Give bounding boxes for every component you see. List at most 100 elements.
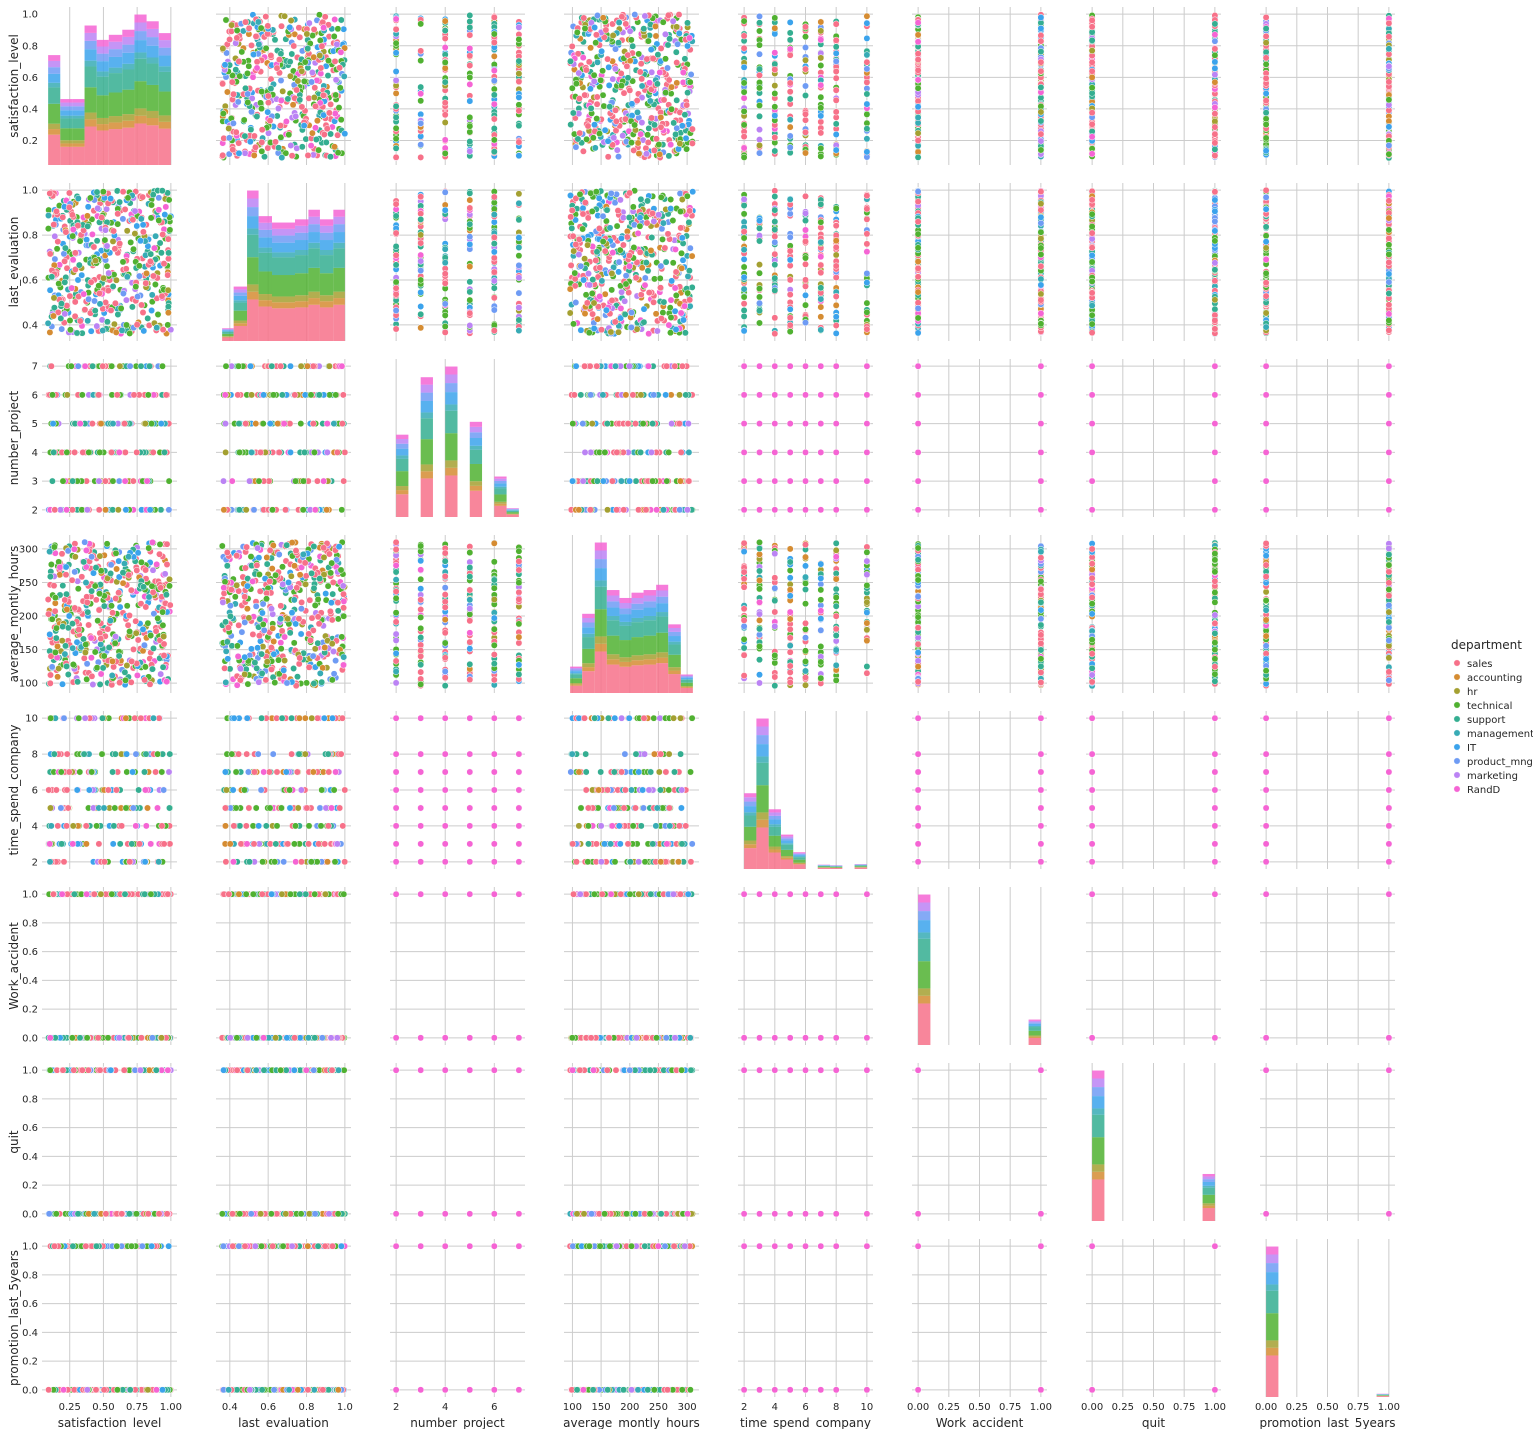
- scatter-point: [159, 231, 167, 238]
- scatter-point: [863, 215, 871, 223]
- scatter-point: [321, 13, 329, 21]
- scatter-point: [595, 194, 603, 202]
- scatter-point: [515, 138, 523, 146]
- hist-bar-support: [60, 118, 73, 129]
- scatter-point: [286, 58, 294, 66]
- scatter-point: [324, 72, 332, 80]
- scatter-point: [612, 117, 620, 125]
- scatter-point: [626, 86, 634, 94]
- scatter-point: [466, 23, 474, 31]
- scatter-point: [515, 274, 523, 282]
- hist-bar-technical: [134, 81, 147, 109]
- hist-bar-hr: [146, 110, 159, 119]
- hist-bar-hr: [295, 295, 309, 302]
- scatter-point: [227, 27, 235, 35]
- scatter-point: [655, 141, 663, 148]
- scatter-point: [71, 312, 79, 320]
- scatter-point: [1037, 48, 1045, 56]
- scatter-point: [60, 250, 68, 258]
- scatter-point: [771, 66, 779, 74]
- hist-bar-sales: [258, 306, 272, 341]
- hist-bar-marketing: [222, 328, 234, 330]
- scatter-point: [675, 29, 683, 37]
- hist-bar-sales: [295, 307, 309, 341]
- scatter-point: [662, 258, 670, 266]
- scatter-point: [515, 216, 523, 224]
- scatter-point: [337, 16, 345, 24]
- scatter-point: [914, 244, 922, 252]
- scatter-point: [646, 79, 653, 87]
- scatter-point: [676, 140, 684, 148]
- scatter-point: [771, 147, 779, 155]
- scatter-point: [149, 191, 157, 199]
- scatter-point: [1037, 67, 1045, 75]
- scatter-point: [221, 61, 229, 69]
- scatter-point: [116, 240, 124, 248]
- scatter-point: [649, 55, 657, 62]
- scatter-point: [667, 314, 675, 321]
- scatter-point: [232, 128, 240, 136]
- scatter-point: [83, 212, 91, 220]
- scatter-point: [392, 212, 400, 220]
- scatter-point: [686, 34, 693, 42]
- scatter-point: [300, 77, 308, 85]
- scatter-point: [441, 58, 449, 66]
- scatter-point: [230, 90, 237, 98]
- scatter-point: [114, 220, 122, 228]
- scatter-point: [678, 234, 686, 242]
- scatter-point: [689, 188, 697, 196]
- scatter-point: [417, 267, 425, 275]
- scatter-point: [289, 101, 297, 109]
- scatter-point: [590, 77, 598, 85]
- hist-bar-IT: [48, 73, 61, 83]
- scatter-point: [149, 272, 157, 280]
- hist-bar-support: [134, 58, 147, 82]
- scatter-point: [66, 292, 74, 300]
- scatter-point: [234, 98, 242, 106]
- hist-bar-technical: [122, 89, 135, 115]
- panel-satisfaction_level-vs-last_evaluation: [216, 7, 351, 165]
- scatter-point: [114, 210, 122, 218]
- scatter-point: [275, 56, 283, 64]
- scatter-point: [96, 289, 103, 297]
- scatter-point: [802, 226, 809, 234]
- scatter-point: [466, 122, 474, 130]
- hist-bar-hr: [319, 295, 334, 302]
- scatter-point: [113, 187, 121, 195]
- scatter-point: [1211, 78, 1219, 86]
- scatter-point: [832, 237, 840, 245]
- scatter-point: [566, 285, 574, 293]
- scatter-point: [417, 257, 425, 265]
- scatter-point: [1037, 146, 1045, 154]
- scatter-point: [589, 276, 597, 284]
- scatter-point: [490, 254, 498, 262]
- scatter-point: [1211, 227, 1219, 235]
- scatter-point: [630, 221, 638, 229]
- scatter-point: [340, 25, 348, 33]
- scatter-point: [305, 19, 313, 27]
- scatter-point: [46, 250, 54, 258]
- scatter-point: [258, 126, 266, 134]
- scatter-point: [832, 274, 840, 281]
- scatter-point: [1211, 207, 1219, 215]
- hist-bar-management: [271, 252, 284, 258]
- scatter-point: [756, 224, 763, 232]
- scatter-point: [662, 89, 670, 97]
- scatter-point: [1211, 237, 1219, 245]
- scatter-point: [817, 104, 825, 112]
- scatter-point: [771, 250, 779, 258]
- scatter-point: [45, 212, 52, 219]
- scatter-point: [740, 306, 748, 314]
- scatter-point: [914, 198, 922, 206]
- scatter-point: [832, 322, 840, 329]
- scatter-point: [240, 116, 248, 124]
- scatter-point: [85, 295, 93, 303]
- scatter-point: [581, 25, 589, 32]
- scatter-point: [601, 126, 609, 134]
- scatter-point: [863, 34, 871, 42]
- scatter-point: [575, 69, 583, 77]
- scatter-point: [740, 144, 748, 152]
- panel-last_evaluation-vs-time_spend_company: [738, 183, 873, 341]
- hist-bar-accounting: [84, 119, 97, 127]
- hist-bar-RandD: [333, 209, 345, 217]
